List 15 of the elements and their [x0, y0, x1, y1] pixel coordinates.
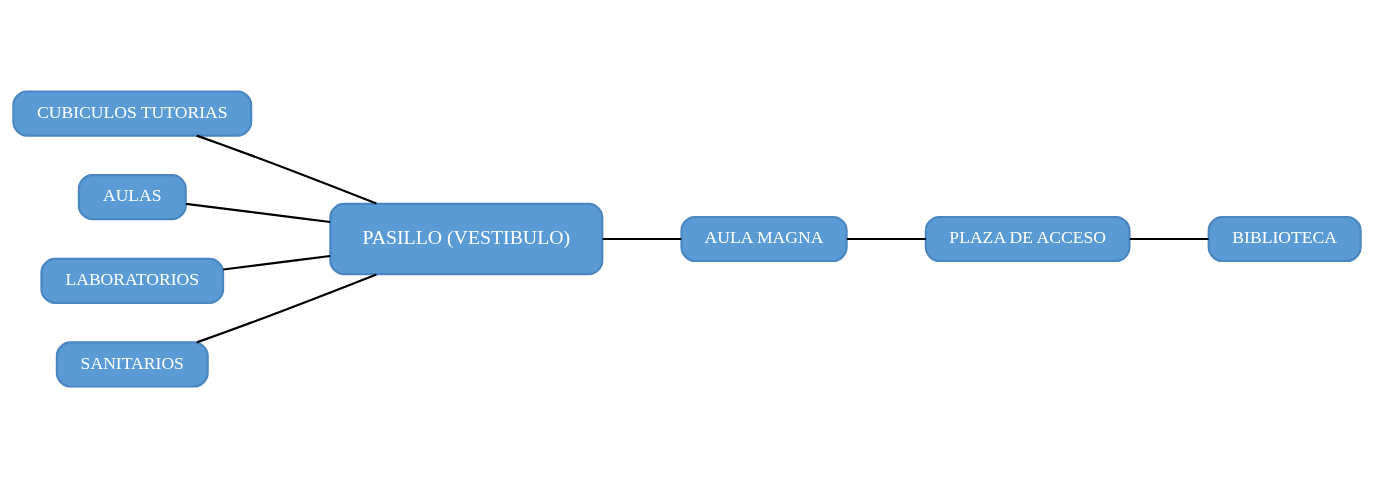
node-box: AULAS [77, 174, 187, 221]
connector [602, 237, 681, 241]
connector [1129, 237, 1209, 241]
node-box: PASILLO (VESTIBULO) [328, 202, 603, 276]
node-box: LABORATORIOS [39, 257, 224, 304]
connector [195, 134, 377, 205]
connector [846, 237, 926, 241]
node-box: BIBLIOTECA [1207, 215, 1362, 263]
node-box: CUBICULOS TUTORIAS [11, 90, 252, 137]
connector [185, 202, 330, 224]
node-box: PLAZA DE ACCESO [924, 215, 1131, 263]
connector [222, 254, 330, 271]
node-box: SANITARIOS [55, 341, 209, 388]
connector [195, 273, 377, 344]
node-box: AULA MAGNA [679, 215, 848, 263]
